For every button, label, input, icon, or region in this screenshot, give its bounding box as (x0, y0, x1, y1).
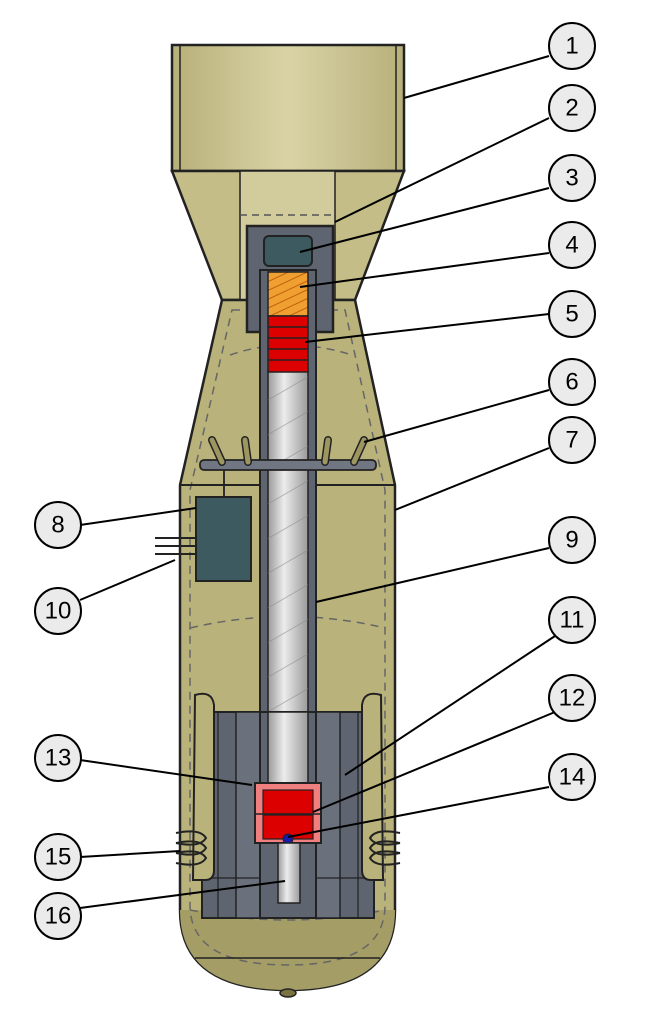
callout-8-label: 8 (51, 512, 64, 539)
leader-16 (79, 880, 286, 909)
leader-8 (79, 507, 197, 526)
callout-13: 13 (34, 734, 82, 782)
tail-fin-box (170, 43, 406, 173)
callout-10: 10 (34, 587, 82, 635)
callout-16-label: 16 (45, 903, 72, 930)
callout-1: 1 (548, 22, 596, 70)
callout-6-label: 6 (565, 369, 578, 396)
callout-4: 4 (548, 221, 596, 269)
leader-15 (79, 850, 181, 858)
callout-14-label: 14 (559, 764, 586, 791)
callout-7: 7 (548, 416, 596, 464)
callout-2: 2 (548, 84, 596, 132)
callout-5: 5 (548, 290, 596, 338)
callout-9-label: 9 (565, 527, 578, 554)
callout-9: 9 (548, 516, 596, 564)
suspension-lugs (175, 692, 401, 881)
leader-6 (363, 389, 550, 443)
leader-4 (299, 252, 550, 288)
callout-11-label: 11 (560, 607, 585, 634)
leader-3 (299, 187, 550, 253)
leader-11 (344, 635, 556, 776)
leader-12 (312, 711, 556, 813)
callout-6: 6 (548, 358, 596, 406)
callout-12-label: 12 (559, 685, 586, 712)
fuze-antenna-assembly (199, 436, 377, 497)
callout-4-label: 4 (565, 232, 578, 259)
electronics-box (155, 496, 252, 582)
callout-11: 11 (548, 596, 596, 644)
leader-14 (287, 786, 550, 838)
callout-13-label: 13 (45, 745, 72, 772)
leader-10 (79, 559, 176, 601)
projectile (267, 271, 309, 373)
callout-8: 8 (34, 501, 82, 549)
callout-10-label: 10 (45, 598, 72, 625)
leader-lines (79, 55, 556, 909)
leader-13 (79, 759, 253, 786)
callout-2-label: 2 (565, 95, 578, 122)
tamper-assembly (201, 711, 375, 919)
leader-2 (334, 117, 550, 223)
callout-1-label: 1 (565, 33, 578, 60)
callout-14: 14 (548, 753, 596, 801)
callout-5-label: 5 (565, 301, 578, 328)
leader-5 (304, 313, 550, 343)
callout-15-label: 15 (45, 844, 72, 871)
leader-1 (403, 55, 550, 99)
callout-3-label: 3 (565, 165, 578, 192)
callout-12: 12 (548, 674, 596, 722)
leader-9 (315, 547, 550, 603)
callout-3: 3 (548, 154, 596, 202)
callout-15: 15 (34, 833, 82, 881)
callout-16: 16 (34, 892, 82, 940)
leader-7 (394, 447, 550, 511)
callout-7-label: 7 (565, 427, 578, 454)
